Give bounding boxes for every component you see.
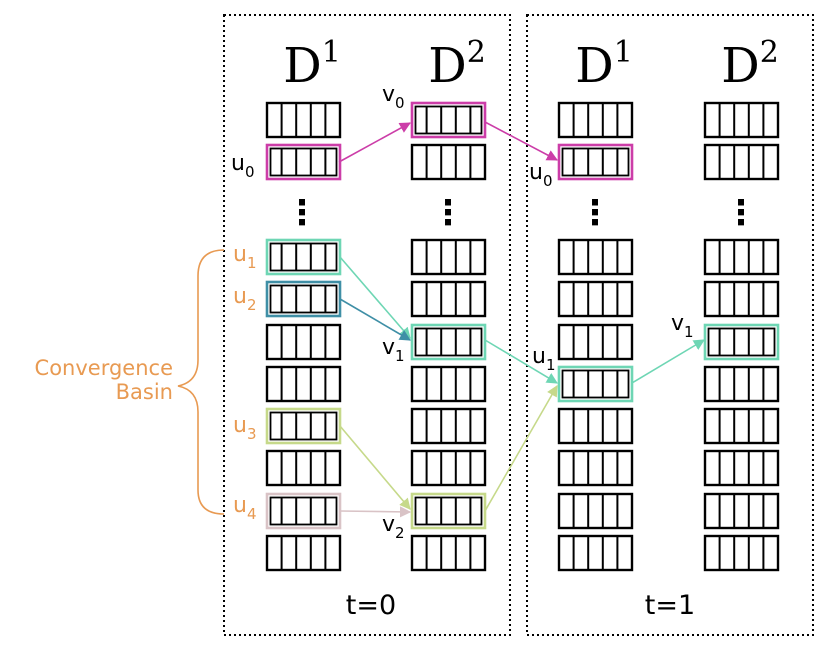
ellipsis-t1-d1: ⋮ [578,193,612,233]
block-t0-d2-row-9 [410,534,487,572]
ellipsis-t0-d2: ⋮ [431,193,465,233]
block-t1-d1-row-5 [557,365,634,403]
panel-frame-t0 [223,14,511,636]
block-t1-d2-row-7 [703,449,780,487]
arrow-u1-next-to-v1-next [631,339,705,384]
arrow-u0-to-v0 [338,122,411,163]
block-t0-d2-row-7 [410,449,487,487]
block-t1-d2-row-9 [703,534,780,572]
time-label-t1: t=1 [645,590,695,621]
label-v0-t0: v0 [382,82,405,112]
label-u0-t1: u0 [529,160,553,190]
block-t0-d2-row-8 [410,492,487,530]
block-t0-d1-row-4 [265,323,342,361]
arrow-u3-to-v2 [339,425,411,510]
block-t0-d2-row-3 [410,280,487,318]
block-t1-d2-row-8 [703,492,780,530]
block-t1-d1-row-0 [557,101,634,139]
label-u1-t1: u1 [532,344,556,374]
ellipsis-t1-d2: ⋮ [724,193,758,233]
block-t0-d1-row-8 [265,492,342,530]
block-t0-d1-row-2 [265,238,342,276]
label-u0-t0: u0 [231,151,255,181]
arrow-v1-to-u1-next [484,339,558,384]
arrow-u4-to-v2 [339,506,412,518]
label-v1-t1: v1 [671,311,694,341]
panel-frame-t1 [526,14,814,636]
arrow-v2-to-u1-next [484,385,558,512]
block-t1-d2-row-5 [703,365,780,403]
block-t1-d2-row-0 [703,101,780,139]
block-t0-d2-row-1 [410,143,487,181]
label-u3-t0: u3 [233,413,257,443]
block-t1-d2-row-1 [703,143,780,181]
block-t1-d1-row-8 [557,492,634,530]
column-header-t1-d2: D2 [721,35,779,94]
block-t0-d2-row-5 [410,365,487,403]
block-t0-d1-row-3 [265,280,342,318]
memory-blocks [265,101,780,572]
block-t1-d2-row-6 [703,407,780,445]
ellipsis-t0-d1: ⋮ [285,193,319,233]
convergence-basin-label-line2: Basin [116,380,173,404]
block-t0-d1-row-6 [265,407,342,445]
block-t1-d1-row-7 [557,449,634,487]
label-u2-t0: u2 [233,284,257,314]
block-t0-d1-row-7 [265,449,342,487]
column-header-t0-d1: D1 [283,35,341,94]
block-t0-d1-row-1 [265,143,342,181]
convergence-basin-brace [177,249,225,515]
block-t1-d1-row-6 [557,407,634,445]
block-t1-d1-row-3 [557,280,634,318]
block-t0-d2-row-6 [410,407,487,445]
column-header-t0-d2: D2 [428,35,486,94]
block-t1-d1-row-2 [557,238,634,276]
block-t0-d2-row-0 [410,101,487,139]
convergence-basin-label-line1: Convergence [35,356,173,380]
arrow-u2-to-v1 [339,298,411,341]
block-t1-d2-row-2 [703,238,780,276]
block-t0-d2-row-4 [410,323,487,361]
block-t0-d2-row-2 [410,238,487,276]
block-t1-d2-row-3 [703,280,780,318]
block-t1-d1-row-4 [557,323,634,361]
block-t0-d1-row-9 [265,534,342,572]
block-t1-d2-row-4 [703,323,780,361]
time-label-t0: t=0 [346,590,396,621]
block-t1-d1-row-9 [557,534,634,572]
label-u1-t0: u1 [233,242,257,272]
block-t0-d1-row-5 [265,365,342,403]
arrow-u1-to-v1 [339,256,411,339]
block-t1-d1-row-1 [557,143,634,181]
arrow-v0-to-u0-next [484,121,558,161]
label-v2-t0: v2 [382,512,405,542]
label-u4-t0: u4 [233,493,257,523]
block-t0-d1-row-0 [265,101,342,139]
label-v1-t0: v1 [382,335,405,365]
column-header-t1-d1: D1 [575,35,633,94]
